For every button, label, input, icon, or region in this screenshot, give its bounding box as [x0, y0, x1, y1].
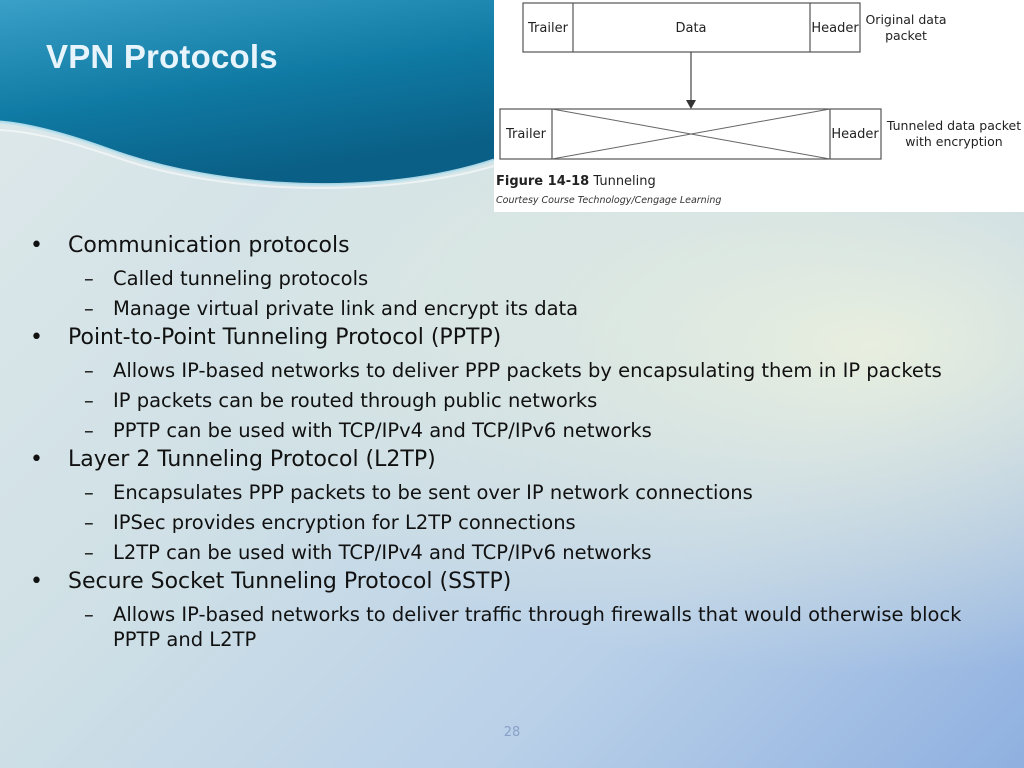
sub-bullet-text: Encapsulates PPP packets to be sent over…: [113, 481, 753, 504]
sub-bullet-item: –Called tunneling protocols: [30, 266, 1005, 291]
sub-bullet-item: –IP packets can be routed through public…: [30, 388, 1005, 413]
dash-icon: –: [84, 541, 94, 564]
bottom-trailer-label: Trailer: [505, 127, 547, 142]
figure-credit: Courtesy Course Technology/Cengage Learn…: [496, 195, 722, 206]
sub-bullet-item: –Encapsulates PPP packets to be sent ove…: [30, 480, 1005, 505]
sub-bullet-text: PPTP can be used with TCP/IPv4 and TCP/I…: [113, 419, 652, 442]
bullet-text: Layer 2 Tunneling Protocol (L2TP): [68, 447, 436, 472]
bullet-text: Communication protocols: [68, 233, 350, 258]
bullet-dot-icon: •: [30, 569, 43, 594]
top-trailer-label: Trailer: [527, 21, 569, 36]
dash-icon: –: [84, 603, 94, 626]
sub-bullet-item: –Manage virtual private link and encrypt…: [30, 296, 1005, 321]
bullet-text: Point-to-Point Tunneling Protocol (PPTP): [68, 325, 502, 350]
sub-bullet-text: IPSec provides encryption for L2TP conne…: [113, 511, 576, 534]
sub-bullet-text: Allows IP-based networks to deliver PPP …: [113, 359, 942, 382]
slide-title: VPN Protocols: [46, 38, 278, 75]
bullet-item: • Secure Socket Tunneling Protocol (SSTP…: [30, 567, 1005, 652]
tunneling-figure: Trailer Data Header Original data packet…: [494, 0, 1024, 212]
sub-bullet-text: IP packets can be routed through public …: [113, 389, 598, 412]
dash-icon: –: [84, 389, 94, 412]
figure-number: Figure 14-18: [496, 174, 590, 189]
dash-icon: –: [84, 511, 94, 534]
sub-bullet-item: –Allows IP-based networks to deliver tra…: [30, 602, 1005, 652]
sub-bullet-text: Allows IP-based networks to deliver traf…: [113, 603, 962, 651]
dash-icon: –: [84, 359, 94, 382]
sub-bullet-list: –Encapsulates PPP packets to be sent ove…: [68, 480, 1005, 565]
page-number: 28: [503, 725, 521, 740]
title-banner: [0, 0, 495, 189]
top-data-label: Data: [675, 21, 706, 36]
sub-bullet-list: –Called tunneling protocols –Manage virt…: [68, 266, 1005, 321]
sub-bullet-text: L2TP can be used with TCP/IPv4 and TCP/I…: [113, 541, 652, 564]
original-packet-label-1: Original data: [865, 12, 946, 27]
sub-bullet-item: –Allows IP-based networks to deliver PPP…: [30, 358, 1005, 383]
bullet-item: • Layer 2 Tunneling Protocol (L2TP) –Enc…: [30, 445, 1005, 565]
dash-icon: –: [84, 419, 94, 442]
sub-bullet-text: Manage virtual private link and encrypt …: [113, 297, 579, 320]
dash-icon: –: [84, 481, 94, 504]
sub-bullet-text: Called tunneling protocols: [113, 267, 369, 290]
sub-bullet-item: –IPSec provides encryption for L2TP conn…: [30, 510, 1005, 535]
tunneled-packet-label-2: with encryption: [905, 134, 1002, 149]
bullet-dot-icon: •: [30, 325, 43, 350]
top-header-label: Header: [811, 21, 859, 36]
bullet-text: Secure Socket Tunneling Protocol (SSTP): [68, 569, 512, 594]
bullet-dot-icon: •: [30, 233, 43, 258]
bullet-dot-icon: •: [30, 447, 43, 472]
sub-bullet-item: –L2TP can be used with TCP/IPv4 and TCP/…: [30, 540, 1005, 565]
bullet-list: • Communication protocols –Called tunnel…: [30, 229, 1005, 653]
tunneling-diagram: Trailer Data Header Original data packet…: [499, 2, 1021, 160]
sub-bullet-list: –Allows IP-based networks to deliver tra…: [68, 602, 1005, 652]
bullet-item: • Point-to-Point Tunneling Protocol (PPT…: [30, 323, 1005, 443]
sub-bullet-item: –PPTP can be used with TCP/IPv4 and TCP/…: [30, 418, 1005, 443]
dash-icon: –: [84, 297, 94, 320]
figure-caption-text: Tunneling: [593, 174, 656, 189]
arrow-down-icon: [686, 100, 696, 109]
figure-caption: Figure 14-18 Tunneling: [496, 174, 656, 189]
sub-bullet-list: –Allows IP-based networks to deliver PPP…: [68, 358, 1005, 443]
original-packet-label-2: packet: [885, 28, 927, 43]
bullet-item: • Communication protocols –Called tunnel…: [30, 231, 1005, 321]
dash-icon: –: [84, 267, 94, 290]
tunneled-packet-label-1: Tunneled data packet: [886, 118, 1021, 133]
bottom-header-label: Header: [831, 127, 879, 142]
